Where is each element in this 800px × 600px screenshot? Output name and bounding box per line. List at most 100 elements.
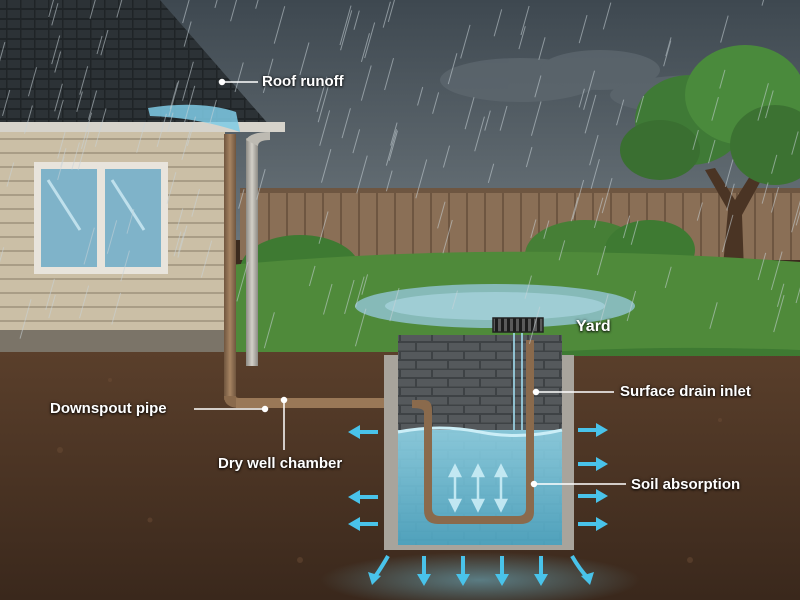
rain-streak bbox=[173, 231, 182, 257]
rain-streak bbox=[589, 134, 599, 166]
rain-streak bbox=[530, 219, 537, 238]
rain-streak bbox=[71, 142, 80, 170]
rain-streak bbox=[80, 112, 93, 149]
rain-streak bbox=[341, 108, 351, 139]
rain-streak bbox=[360, 65, 372, 101]
rain-streak bbox=[692, 129, 699, 151]
rain-streak bbox=[89, 0, 96, 19]
rain-streak bbox=[352, 129, 361, 154]
label-soil-absorption: Soil absorption bbox=[631, 476, 741, 493]
rain-streak bbox=[317, 86, 329, 123]
rain-streak bbox=[182, 0, 190, 24]
rain-streak bbox=[487, 163, 495, 184]
rain-streak bbox=[720, 15, 729, 43]
rain-streak bbox=[316, 76, 328, 113]
rain-streak bbox=[722, 214, 734, 253]
rain-streak bbox=[417, 86, 424, 106]
rain-streak bbox=[214, 0, 218, 9]
rain-streak bbox=[761, 0, 765, 6]
rain-streak bbox=[0, 247, 5, 263]
rain-streak bbox=[726, 183, 735, 211]
roof-runoff-water bbox=[148, 104, 240, 132]
rain-streak bbox=[708, 139, 716, 164]
rain-streak bbox=[596, 245, 606, 276]
rain-streak bbox=[442, 145, 451, 168]
rain-streak bbox=[493, 9, 503, 37]
rain-streak bbox=[60, 148, 67, 168]
rain-streak bbox=[354, 308, 367, 347]
rain-streak bbox=[168, 80, 180, 117]
rain-streak bbox=[499, 105, 508, 131]
rain-streak bbox=[664, 266, 672, 289]
internal-flow-arrows bbox=[447, 463, 509, 513]
rain-streak bbox=[622, 215, 631, 239]
rain-streak bbox=[177, 225, 188, 258]
rain-streak bbox=[308, 265, 316, 287]
rain-streak bbox=[757, 83, 769, 121]
rain-streak bbox=[770, 186, 780, 213]
rain-streak bbox=[6, 162, 15, 187]
rain-streak bbox=[354, 276, 365, 308]
rain-streak bbox=[183, 21, 192, 47]
rain-streak bbox=[387, 0, 395, 22]
rain-streak bbox=[761, 182, 769, 204]
rain-streak bbox=[79, 66, 89, 95]
rain-streak bbox=[208, 99, 217, 126]
rain-streak bbox=[238, 189, 245, 209]
rain-streak bbox=[518, 26, 526, 50]
rain-streak bbox=[711, 96, 719, 121]
rain-streak bbox=[583, 70, 596, 110]
rain-streak bbox=[795, 287, 800, 304]
rain-streak bbox=[360, 33, 370, 62]
rain-streak bbox=[191, 189, 200, 217]
rain-streak bbox=[323, 283, 333, 315]
rain-streak bbox=[230, 0, 238, 22]
rain-streak bbox=[534, 75, 542, 98]
rain-streak bbox=[388, 130, 398, 161]
rain-streak bbox=[273, 6, 286, 44]
rain-streak bbox=[663, 40, 672, 67]
rain-streak bbox=[771, 154, 778, 174]
rain-streak bbox=[54, 83, 63, 112]
rain-streak bbox=[599, 294, 609, 323]
rain-streak bbox=[447, 53, 458, 85]
rain-streak bbox=[773, 294, 785, 333]
rain-streak bbox=[116, 0, 123, 18]
rain-streak bbox=[543, 220, 550, 239]
rain-streak bbox=[126, 209, 135, 234]
rain-streak bbox=[593, 197, 604, 229]
rain-streak bbox=[616, 99, 625, 126]
rain-streak bbox=[344, 279, 355, 315]
rain-streak bbox=[57, 131, 66, 159]
rain bbox=[0, 0, 800, 349]
rain-streak bbox=[299, 42, 310, 76]
rain-streak bbox=[181, 130, 191, 160]
rain-streak bbox=[385, 129, 398, 166]
rain-streak bbox=[111, 292, 122, 325]
rain-streak bbox=[167, 112, 174, 132]
rain-streak bbox=[319, 110, 331, 146]
rain-streak bbox=[234, 62, 244, 93]
rain-streak bbox=[182, 61, 194, 101]
rain-streak bbox=[709, 302, 718, 329]
downspout-pipe-vertical bbox=[224, 134, 236, 400]
rain-streak bbox=[262, 58, 274, 94]
rain-streak bbox=[384, 58, 395, 91]
rain-streak bbox=[263, 312, 275, 349]
rain-streak bbox=[27, 67, 38, 97]
rain-streak bbox=[51, 3, 59, 26]
rain-streak bbox=[382, 1, 391, 28]
rain-streak bbox=[432, 92, 440, 114]
rain-streak bbox=[626, 290, 637, 322]
rain-streak bbox=[57, 99, 64, 120]
rain-streak bbox=[353, 10, 360, 30]
rain-streak bbox=[45, 278, 55, 310]
rain-streak bbox=[795, 209, 800, 226]
grate-icon bbox=[492, 317, 544, 333]
rain-streak bbox=[724, 159, 734, 187]
rain-streak bbox=[578, 14, 588, 44]
rain-streak bbox=[484, 110, 491, 131]
rain-streak bbox=[51, 35, 61, 65]
rain-streak bbox=[166, 172, 177, 204]
